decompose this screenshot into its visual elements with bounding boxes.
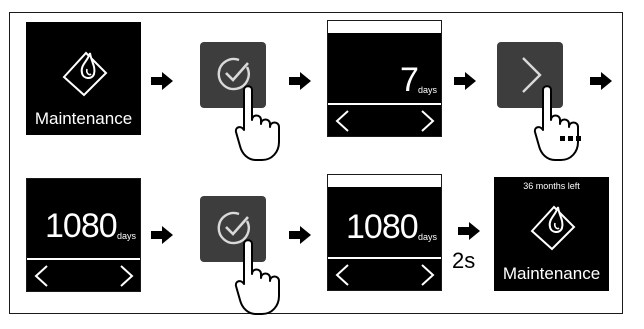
arrow-right-icon <box>289 226 311 244</box>
days-unit: days <box>418 85 438 95</box>
days-setting-screen[interactable]: 1080 days <box>327 174 442 291</box>
days-setting-screen[interactable]: 1080 days <box>26 178 141 292</box>
maintenance-screen[interactable]: 36 months left Maintenance <box>494 177 609 291</box>
days-setting-screen[interactable]: 7 days <box>327 20 442 137</box>
instruction-frame <box>9 12 623 314</box>
maintenance-icon <box>60 47 108 97</box>
maintenance-screen[interactable]: Maintenance <box>26 22 141 135</box>
arrow-right-icon <box>289 72 311 90</box>
hold-dots-icon <box>560 136 582 142</box>
chevron-right-icon[interactable] <box>420 109 436 133</box>
chevron-right-icon[interactable] <box>119 264 135 288</box>
screen-top-bar <box>328 175 441 187</box>
maintenance-label: Maintenance <box>34 109 133 128</box>
days-value: 1080 <box>346 208 419 246</box>
months-left-label: 36 months left <box>523 181 580 191</box>
screen-divider <box>328 257 441 259</box>
pointing-hand-icon <box>234 84 286 162</box>
maintenance-icon <box>528 201 576 251</box>
chevron-right-icon <box>520 56 542 94</box>
days-value: 7 <box>400 61 419 99</box>
arrow-right-icon <box>454 72 476 90</box>
confirm-button[interactable] <box>200 42 266 108</box>
maintenance-label: Maintenance <box>502 264 601 283</box>
days-value: 1080 <box>45 207 118 245</box>
arrow-right-icon <box>590 72 612 90</box>
arrow-right-icon <box>151 226 173 244</box>
chevron-left-icon[interactable] <box>33 264 49 288</box>
screen-top-bar <box>328 21 441 33</box>
chevron-right-icon[interactable] <box>420 263 436 287</box>
chevron-left-icon[interactable] <box>334 109 350 133</box>
days-unit: days <box>418 232 438 242</box>
screen-divider <box>27 258 140 260</box>
screen-divider <box>328 103 441 105</box>
pointing-hand-icon <box>234 238 286 316</box>
arrow-right-icon <box>458 222 480 240</box>
check-circle-icon <box>217 211 251 245</box>
wait-time-label: 2s <box>452 248 476 273</box>
days-unit: days <box>117 231 137 241</box>
chevron-left-icon[interactable] <box>334 263 350 287</box>
check-circle-icon <box>217 57 251 91</box>
pointing-hand-icon <box>533 84 585 162</box>
confirm-button[interactable] <box>200 196 266 262</box>
arrow-right-icon <box>151 72 173 90</box>
